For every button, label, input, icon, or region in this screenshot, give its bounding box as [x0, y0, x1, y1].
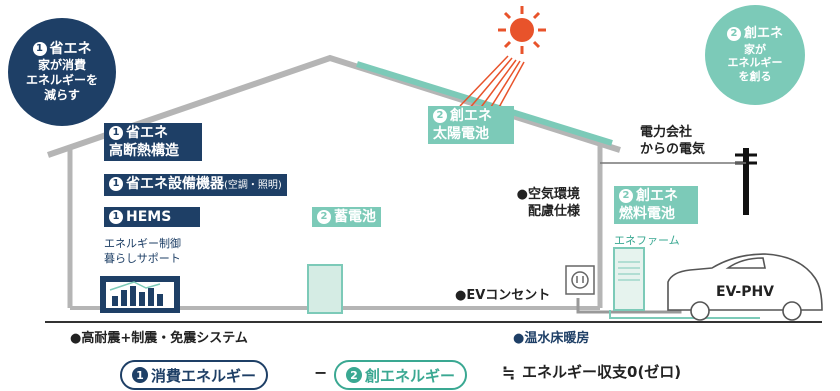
- creation-text: 創エネルギー: [365, 366, 456, 385]
- equipment-text: 省エネ設備機器: [126, 176, 224, 192]
- air-line1: ●空気環境: [516, 187, 581, 202]
- ev-outlet-icon: [565, 265, 595, 295]
- bubble-line: 家が消費: [37, 58, 86, 73]
- approx-sign: ≒: [502, 363, 516, 382]
- bubble-line: エネルギー: [727, 56, 783, 70]
- number-badge: 2: [619, 189, 633, 203]
- bubble-line: 家が: [744, 42, 766, 56]
- sun-icon: [498, 6, 546, 54]
- bubble-line: エネルギーを: [25, 73, 98, 88]
- floor-heating-label: ●温水床暖房: [513, 331, 590, 346]
- ev-outlet-label: ●EVコンセント: [455, 288, 551, 303]
- grid-line2: からの電気: [640, 142, 706, 157]
- fuel-cell-text: 燃料電池: [619, 206, 675, 222]
- number-badge: 1: [132, 367, 148, 383]
- seismic-label: ●高耐震+制震・免震システム: [70, 331, 248, 346]
- hems-text: HEMS: [126, 209, 172, 225]
- minus-sign: −: [314, 363, 328, 382]
- ev-car-label: EV-PHV: [716, 284, 775, 300]
- ev-car-icon: [667, 253, 823, 321]
- fuel-cell-unit: [613, 247, 645, 311]
- fuel-cell-title: 創エネ: [636, 188, 678, 204]
- bubble-line: を創る: [738, 70, 772, 83]
- air-line2: 配慮仕様: [528, 204, 581, 219]
- number-badge: 1: [109, 210, 123, 224]
- number-badge: 1: [32, 41, 47, 56]
- formula-result: エネルギー収支0(ゼロ): [522, 363, 682, 381]
- number-badge: 2: [317, 210, 331, 224]
- bubble-title: 創エネ: [743, 26, 783, 42]
- insulation-title: 省エネ: [126, 125, 168, 141]
- solar-text: 太陽電池: [433, 126, 489, 142]
- insulation-text: 高断熱構造: [109, 143, 179, 159]
- roof-line: [47, 54, 621, 158]
- number-badge: 2: [726, 26, 741, 41]
- heating-pipe: [609, 310, 760, 319]
- number-badge: 2: [346, 367, 362, 383]
- solar-title: 創エネ: [450, 108, 492, 124]
- air-environment-label: ●空気環境 配慮仕様: [512, 186, 580, 220]
- utility-pole-icon: [600, 148, 757, 215]
- number-badge: 1: [109, 126, 123, 140]
- consumption-text: 消費エネルギー: [151, 366, 257, 385]
- number-badge: 1: [109, 177, 123, 191]
- hems-sub1: エネルギー制御: [104, 237, 181, 250]
- equipment-sub: (空調・照明): [224, 180, 282, 191]
- number-badge: 2: [433, 109, 447, 123]
- grid-power-label: 電力会社 からの電気: [640, 124, 705, 158]
- hems-sub2: 暮らしサポート: [104, 252, 181, 265]
- hems-monitor-icon: [100, 276, 180, 313]
- bubble-title: 省エネ: [49, 40, 92, 57]
- bubble-line: 減らす: [44, 88, 80, 103]
- grid-line1: 電力会社: [640, 125, 693, 140]
- battery-text: 蓄電池: [334, 209, 376, 225]
- battery-unit: [307, 264, 343, 314]
- enefarm-label: エネファーム: [614, 234, 680, 247]
